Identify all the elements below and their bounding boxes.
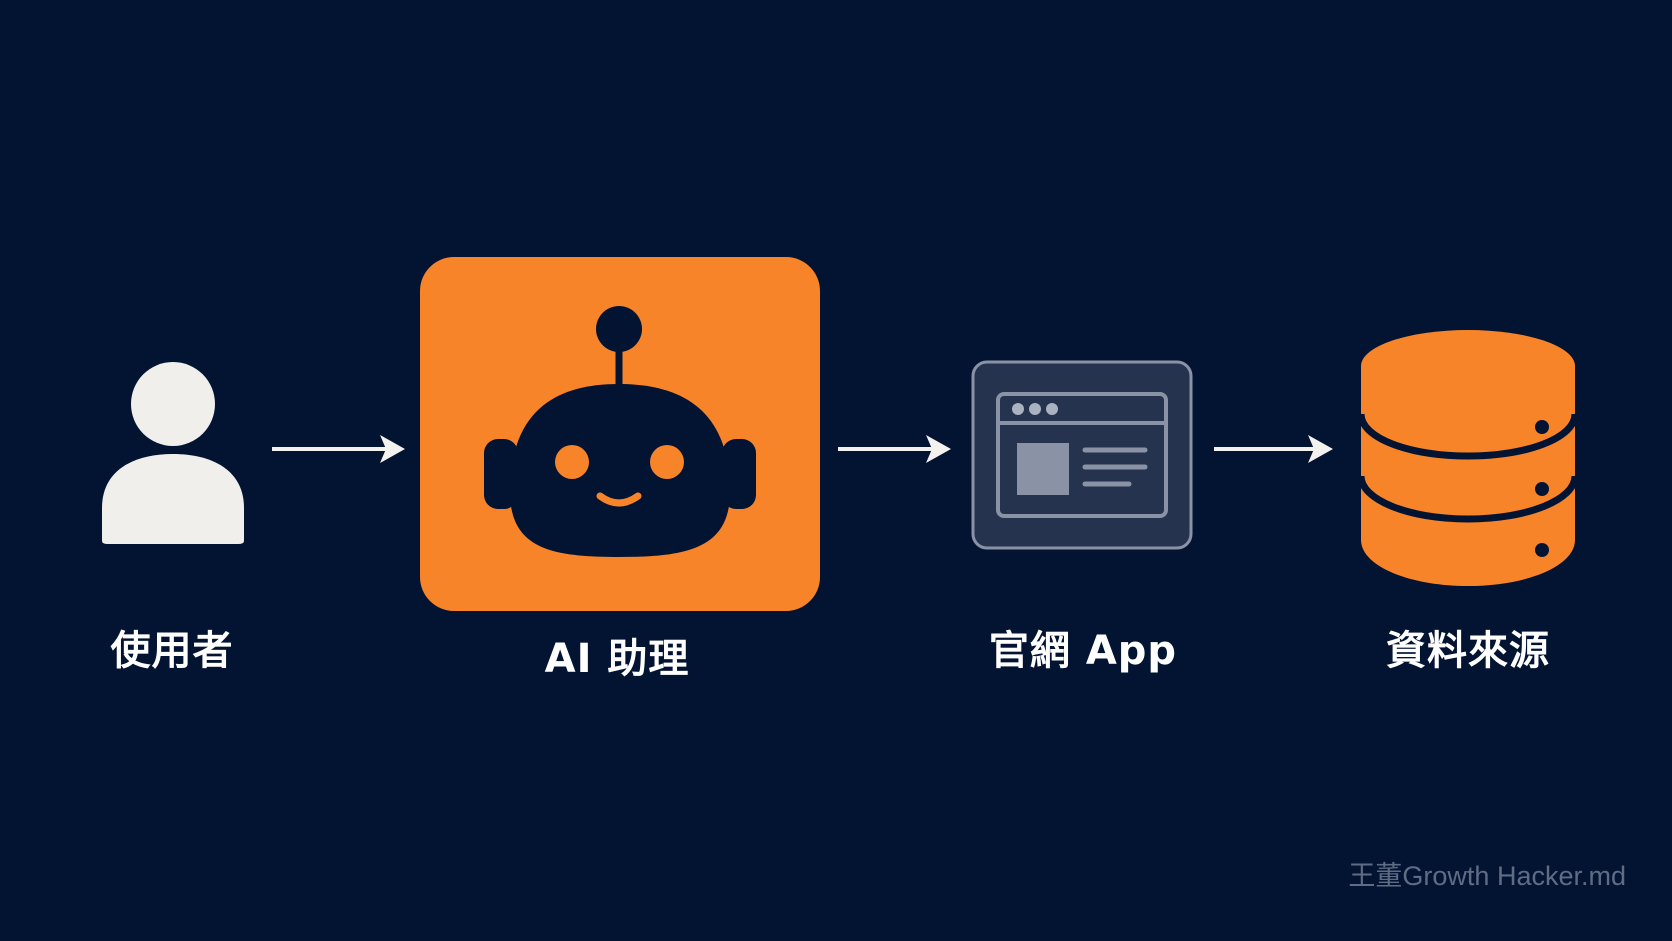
data-label: 資料來源 [1386,628,1550,674]
arrow-icon [272,435,405,463]
assistant-label: AI 助理 [544,636,690,682]
arrow-icon [1214,435,1333,463]
user-icon [102,362,244,544]
browser-window-icon [971,360,1193,550]
database-icon [1357,330,1579,586]
site-label: 官網 App [988,628,1178,674]
watermark: 王董Growth Hacker.md [1348,861,1626,891]
arrow-icon [838,435,951,463]
user-label: 使用者 [110,628,234,674]
robot-icon [420,257,820,611]
